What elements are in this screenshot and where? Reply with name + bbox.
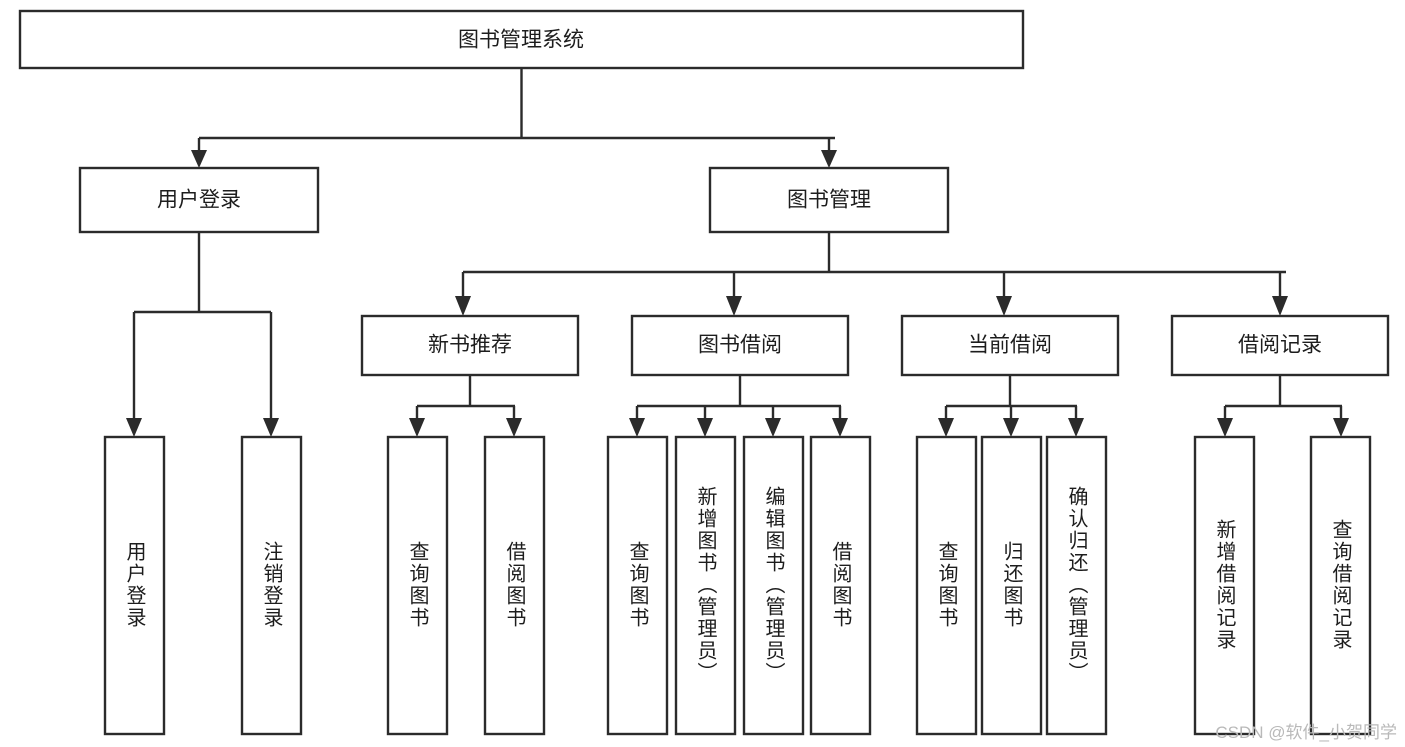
connector-layer — [126, 68, 1349, 437]
node-book-management[interactable]: 图书管理 — [708, 166, 950, 234]
node-new-book-recommend-label: 新书推荐 — [428, 334, 512, 357]
node-borrow-record[interactable]: 借阅记录 — [1170, 314, 1390, 377]
node-current-borrow[interactable]: 当前借阅 — [900, 314, 1120, 377]
leaf-book-borrow-add-label: 新增图书（管理员） — [694, 486, 717, 684]
leaf-current-borrow-query-label: 查询图书 — [935, 541, 958, 629]
leaf-user-login-logout-label: 注销登录 — [260, 541, 283, 629]
leaf-book-borrow-borrow[interactable]: 借阅图书 — [809, 435, 872, 736]
arrow-current-borrow-l3 — [1068, 418, 1084, 437]
leaf-book-borrow-add-box[interactable] — [674, 435, 737, 736]
arrow-current-borrow-l1 — [938, 418, 954, 437]
node-user-login[interactable]: 用户登录 — [78, 166, 320, 234]
arrow-borrow-record-l2 — [1333, 418, 1349, 437]
leaf-current-borrow-confirm-box[interactable] — [1045, 435, 1108, 736]
leaf-borrow-record-add[interactable]: 新增借阅记录 — [1193, 435, 1256, 736]
leaf-user-login-logout[interactable]: 注销登录 — [240, 435, 303, 736]
node-user-login-label: 用户登录 — [157, 189, 241, 212]
leaf-new-book-query-label: 查询图书 — [406, 541, 429, 629]
node-book-borrow-label: 图书借阅 — [698, 334, 782, 357]
node-root-label: 图书管理系统 — [458, 29, 584, 52]
arrow-new-book-l1 — [409, 418, 425, 437]
leaf-book-borrow-borrow-box[interactable] — [809, 435, 872, 736]
node-book-borrow[interactable]: 图书借阅 — [630, 314, 850, 377]
node-root-box[interactable] — [18, 9, 1025, 70]
arrow-book-borrow-l3 — [765, 418, 781, 437]
arrow-book-mgmt-c4 — [1272, 296, 1288, 316]
leaf-book-borrow-add[interactable]: 新增图书（管理员） — [674, 435, 737, 736]
leaf-new-book-query[interactable]: 查询图书 — [386, 435, 449, 736]
leaf-new-book-borrow-label: 借阅图书 — [503, 541, 526, 629]
node-user-login-box[interactable] — [78, 166, 320, 234]
leaf-user-login-login-box[interactable] — [103, 435, 166, 736]
arrow-book-borrow-l1 — [629, 418, 645, 437]
leaf-book-borrow-edit-label: 编辑图书（管理员） — [762, 486, 785, 684]
leaf-book-borrow-edit[interactable]: 编辑图书（管理员） — [742, 435, 805, 736]
leaf-current-borrow-query-box[interactable] — [915, 435, 978, 736]
leaf-borrow-record-query[interactable]: 查询借阅记录 — [1309, 435, 1372, 736]
leaf-book-borrow-query-box[interactable] — [606, 435, 669, 736]
leaf-current-borrow-return-label: 归还图书 — [1000, 541, 1023, 629]
arrow-book-mgmt-c3 — [996, 296, 1012, 316]
node-book-management-box[interactable] — [708, 166, 950, 234]
leaf-borrow-record-add-label: 新增借阅记录 — [1213, 519, 1236, 651]
arrow-root-to-user-login — [191, 150, 207, 168]
node-borrow-record-box[interactable] — [1170, 314, 1390, 377]
arrow-user-login-l2 — [263, 418, 279, 437]
leaf-user-login-login-label: 用户登录 — [123, 541, 146, 629]
leaf-borrow-record-add-box[interactable] — [1193, 435, 1256, 736]
node-new-book-recommend-box[interactable] — [360, 314, 580, 377]
arrow-book-mgmt-c1 — [455, 296, 471, 316]
leaf-current-borrow-query[interactable]: 查询图书 — [915, 435, 978, 736]
leaf-borrow-record-query-box[interactable] — [1309, 435, 1372, 736]
node-current-borrow-label: 当前借阅 — [968, 334, 1052, 357]
node-book-management-label: 图书管理 — [787, 189, 871, 212]
csdn-watermark: CSDN @软件_小贺同学 — [1215, 723, 1397, 742]
leaf-book-borrow-edit-box[interactable] — [742, 435, 805, 736]
leaf-borrow-record-query-label: 查询借阅记录 — [1329, 519, 1352, 651]
leaf-current-borrow-return[interactable]: 归还图书 — [980, 435, 1043, 736]
leaf-new-book-borrow-box[interactable] — [483, 435, 546, 736]
leaf-current-borrow-confirm[interactable]: 确认归还（管理员） — [1045, 435, 1108, 736]
arrow-root-to-book-mgmt — [821, 150, 837, 168]
leaf-current-borrow-confirm-label: 确认归还（管理员） — [1065, 486, 1088, 684]
node-book-borrow-box[interactable] — [630, 314, 850, 377]
arrow-current-borrow-l2 — [1003, 418, 1019, 437]
leaf-new-book-borrow[interactable]: 借阅图书 — [483, 435, 546, 736]
arrow-borrow-record-l1 — [1217, 418, 1233, 437]
node-new-book-recommend[interactable]: 新书推荐 — [360, 314, 580, 377]
arrow-user-login-l1 — [126, 418, 142, 437]
leaf-user-login-login[interactable]: 用户登录 — [103, 435, 166, 736]
leaf-new-book-query-box[interactable] — [386, 435, 449, 736]
leaf-book-borrow-query-label: 查询图书 — [626, 541, 649, 629]
arrow-new-book-l2 — [506, 418, 522, 437]
leaf-user-login-logout-box[interactable] — [240, 435, 303, 736]
leaf-book-borrow-borrow-label: 借阅图书 — [829, 541, 852, 629]
node-current-borrow-box[interactable] — [900, 314, 1120, 377]
arrow-book-mgmt-c2 — [726, 296, 742, 316]
node-borrow-record-label: 借阅记录 — [1238, 334, 1322, 357]
arrow-book-borrow-l4 — [832, 418, 848, 437]
leaf-current-borrow-return-box[interactable] — [980, 435, 1043, 736]
leaf-book-borrow-query[interactable]: 查询图书 — [606, 435, 669, 736]
node-root[interactable]: 图书管理系统 — [18, 9, 1025, 70]
arrow-book-borrow-l2 — [697, 418, 713, 437]
